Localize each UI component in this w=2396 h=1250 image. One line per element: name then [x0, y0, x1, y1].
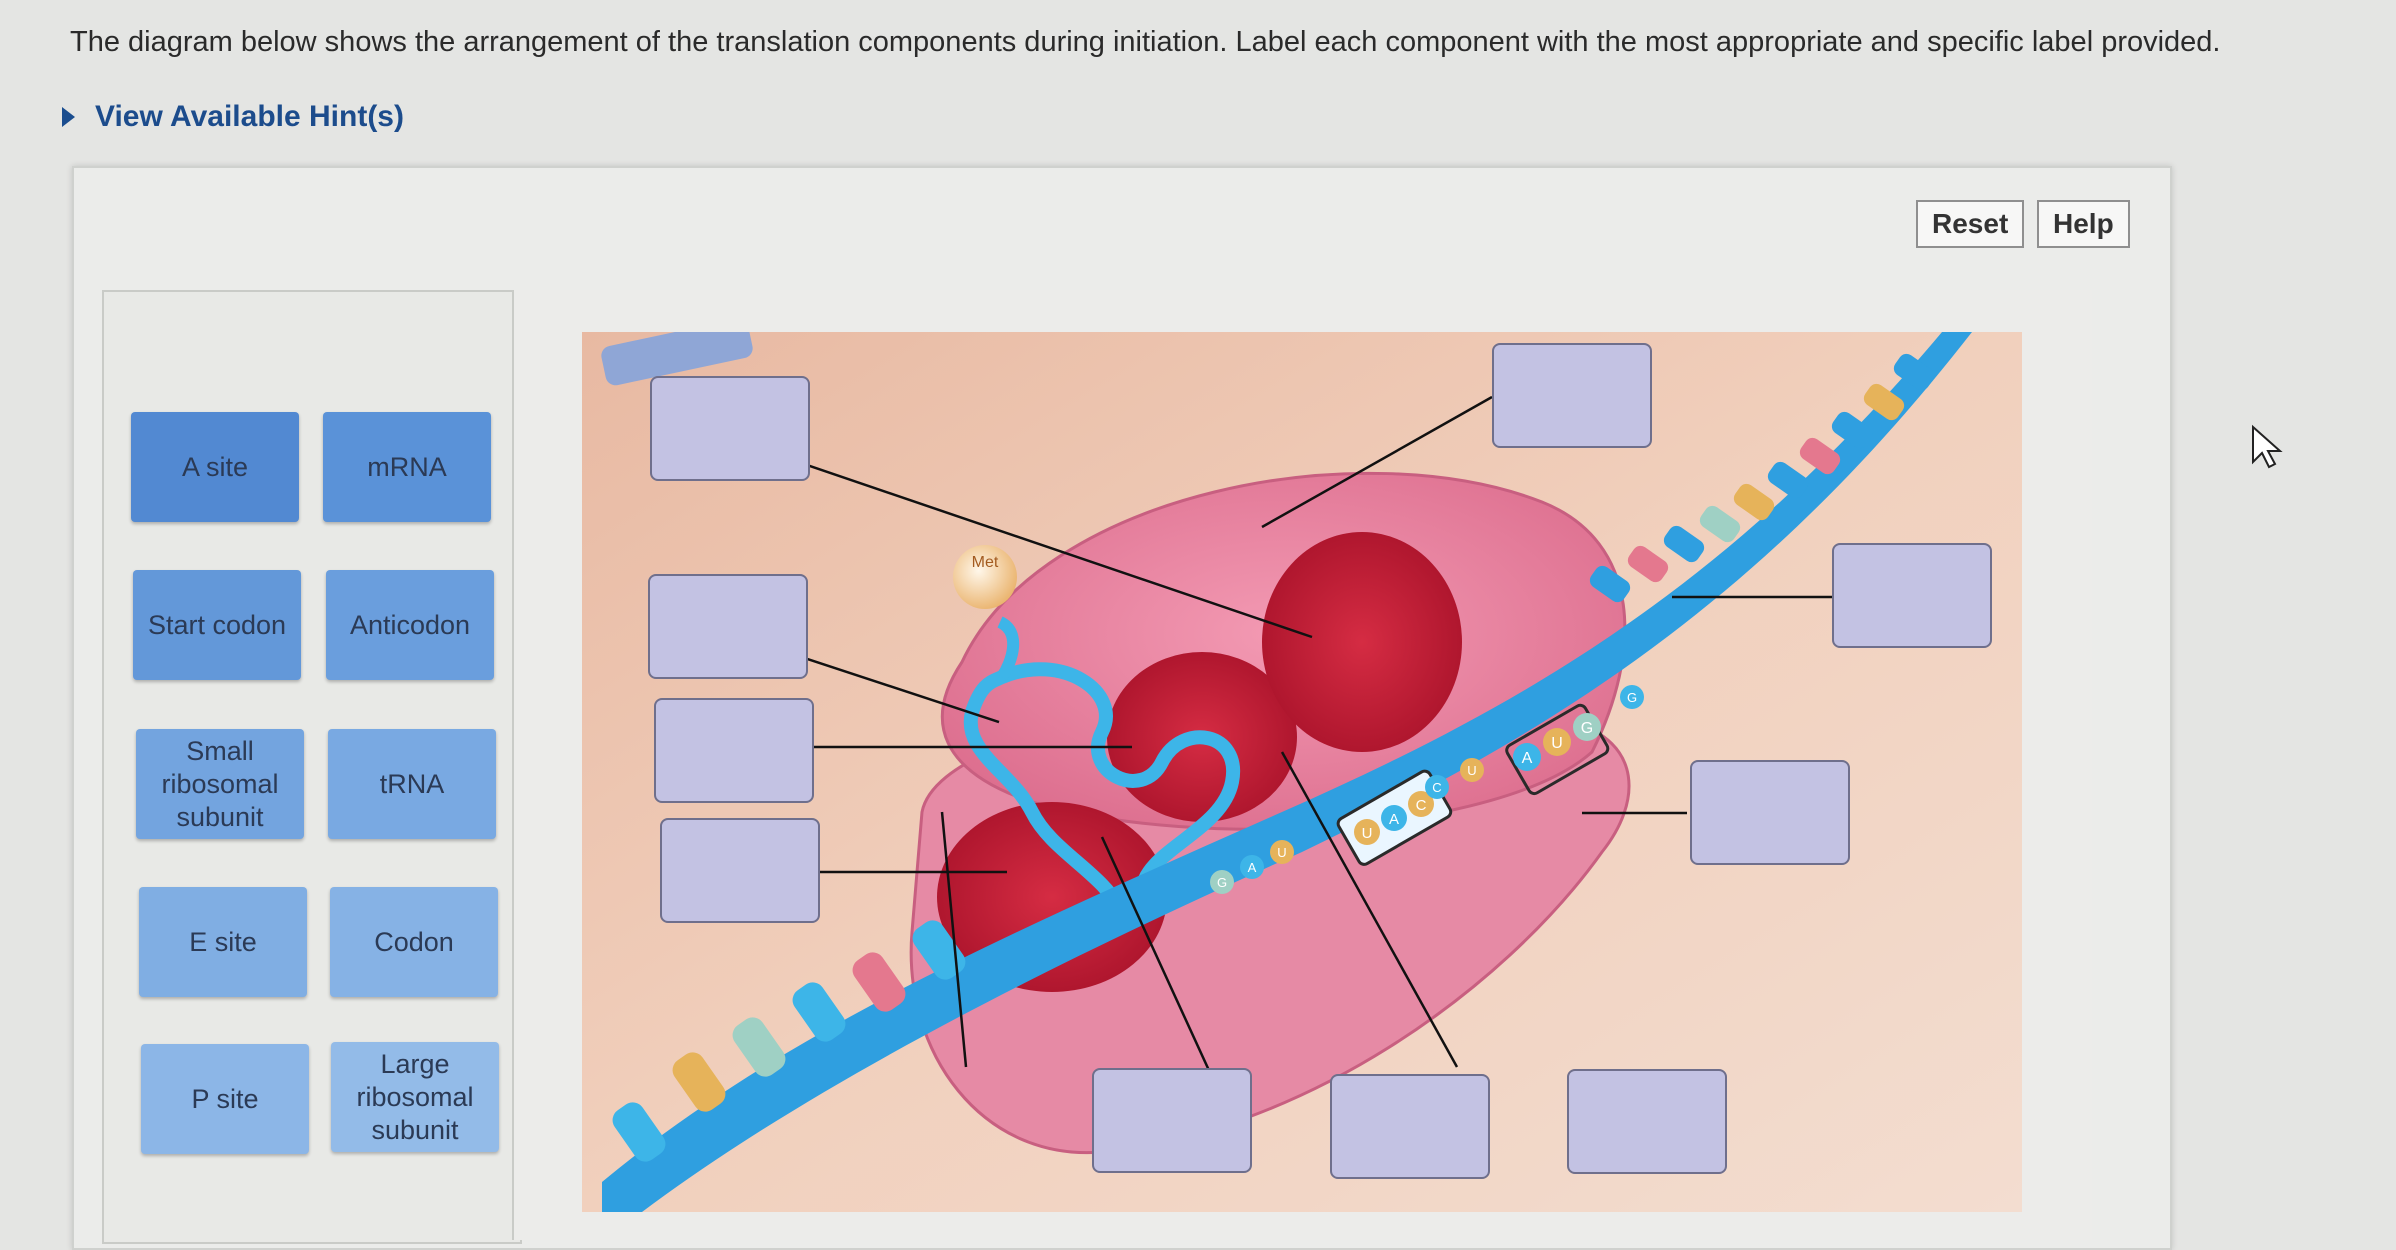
leader-lines	[709, 395, 1832, 1078]
mrna-bases-lower	[601, 332, 966, 1162]
svg-text:A: A	[1389, 811, 1399, 828]
mouse-pointer-icon	[2252, 424, 2283, 469]
trna-acceptor-stem	[996, 616, 1020, 681]
mrna-strand	[602, 332, 1972, 1212]
drop-target-3[interactable]	[648, 574, 808, 679]
expand-triangle-icon	[62, 107, 75, 127]
met-label: Met	[972, 554, 999, 571]
reset-button[interactable]: Reset	[1916, 200, 2025, 248]
drop-target-10[interactable]	[1567, 1069, 1727, 1174]
label-tile-a-site[interactable]: A site	[131, 412, 299, 522]
view-hints-label: View Available Hint(s)	[95, 100, 404, 133]
label-tile-codon[interactable]: Codon	[330, 887, 498, 997]
diagram-illustration: Met	[582, 332, 2022, 1212]
label-tile-e-site[interactable]: E site	[139, 887, 307, 997]
svg-text:C: C	[1432, 780, 1441, 795]
a-site-pocket	[1262, 532, 1462, 752]
svg-text:G: G	[1581, 720, 1593, 737]
drop-target-1[interactable]	[650, 376, 810, 481]
mrna-bases-upper	[1589, 353, 1935, 603]
mrna-extra-bases: C U G U A G	[1210, 685, 1644, 894]
drop-target-2[interactable]	[1492, 343, 1652, 448]
drop-target-4[interactable]	[1832, 543, 1992, 648]
svg-text:A: A	[1522, 750, 1533, 767]
codon-bases: A U G	[1505, 703, 1610, 796]
svg-text:U: U	[1362, 825, 1373, 842]
svg-text:G: G	[1627, 690, 1637, 705]
label-tile-trna[interactable]: tRNA	[328, 729, 496, 839]
label-tile-large-ribosomal-subunit[interactable]: Large ribosomal subunit	[331, 1042, 499, 1152]
trna-molecule	[963, 662, 1241, 919]
label-tile-small-ribosomal-subunit[interactable]: Small ribosomal subunit	[136, 729, 304, 839]
view-hints-toggle[interactable]: View Available Hint(s)	[62, 100, 404, 134]
label-tile-anticodon[interactable]: Anticodon	[326, 570, 494, 680]
svg-text:G: G	[1217, 875, 1227, 890]
svg-text:U: U	[1467, 763, 1476, 778]
label-tile-p-site[interactable]: P site	[141, 1044, 309, 1154]
svg-text:C: C	[1416, 797, 1427, 814]
drop-target-7[interactable]	[1690, 760, 1850, 865]
anticodon-bases: U A C	[1336, 769, 1453, 866]
drop-target-8[interactable]	[1092, 1068, 1252, 1173]
label-tile-mrna[interactable]: mRNA	[323, 412, 491, 522]
translation-initiation-diagram: Met	[582, 332, 2022, 1212]
drop-target-6[interactable]	[660, 818, 820, 923]
svg-text:U: U	[1277, 845, 1286, 860]
drop-target-5[interactable]	[654, 698, 814, 803]
instructions-text: The diagram below shows the arrangement …	[70, 26, 2221, 58]
svg-text:U: U	[1551, 735, 1563, 752]
drop-target-9[interactable]	[1330, 1074, 1490, 1179]
help-button[interactable]: Help	[2037, 200, 2130, 248]
met-amino-acid-icon	[953, 545, 1017, 609]
label-tile-start-codon[interactable]: Start codon	[133, 570, 301, 680]
svg-text:A: A	[1248, 860, 1257, 875]
